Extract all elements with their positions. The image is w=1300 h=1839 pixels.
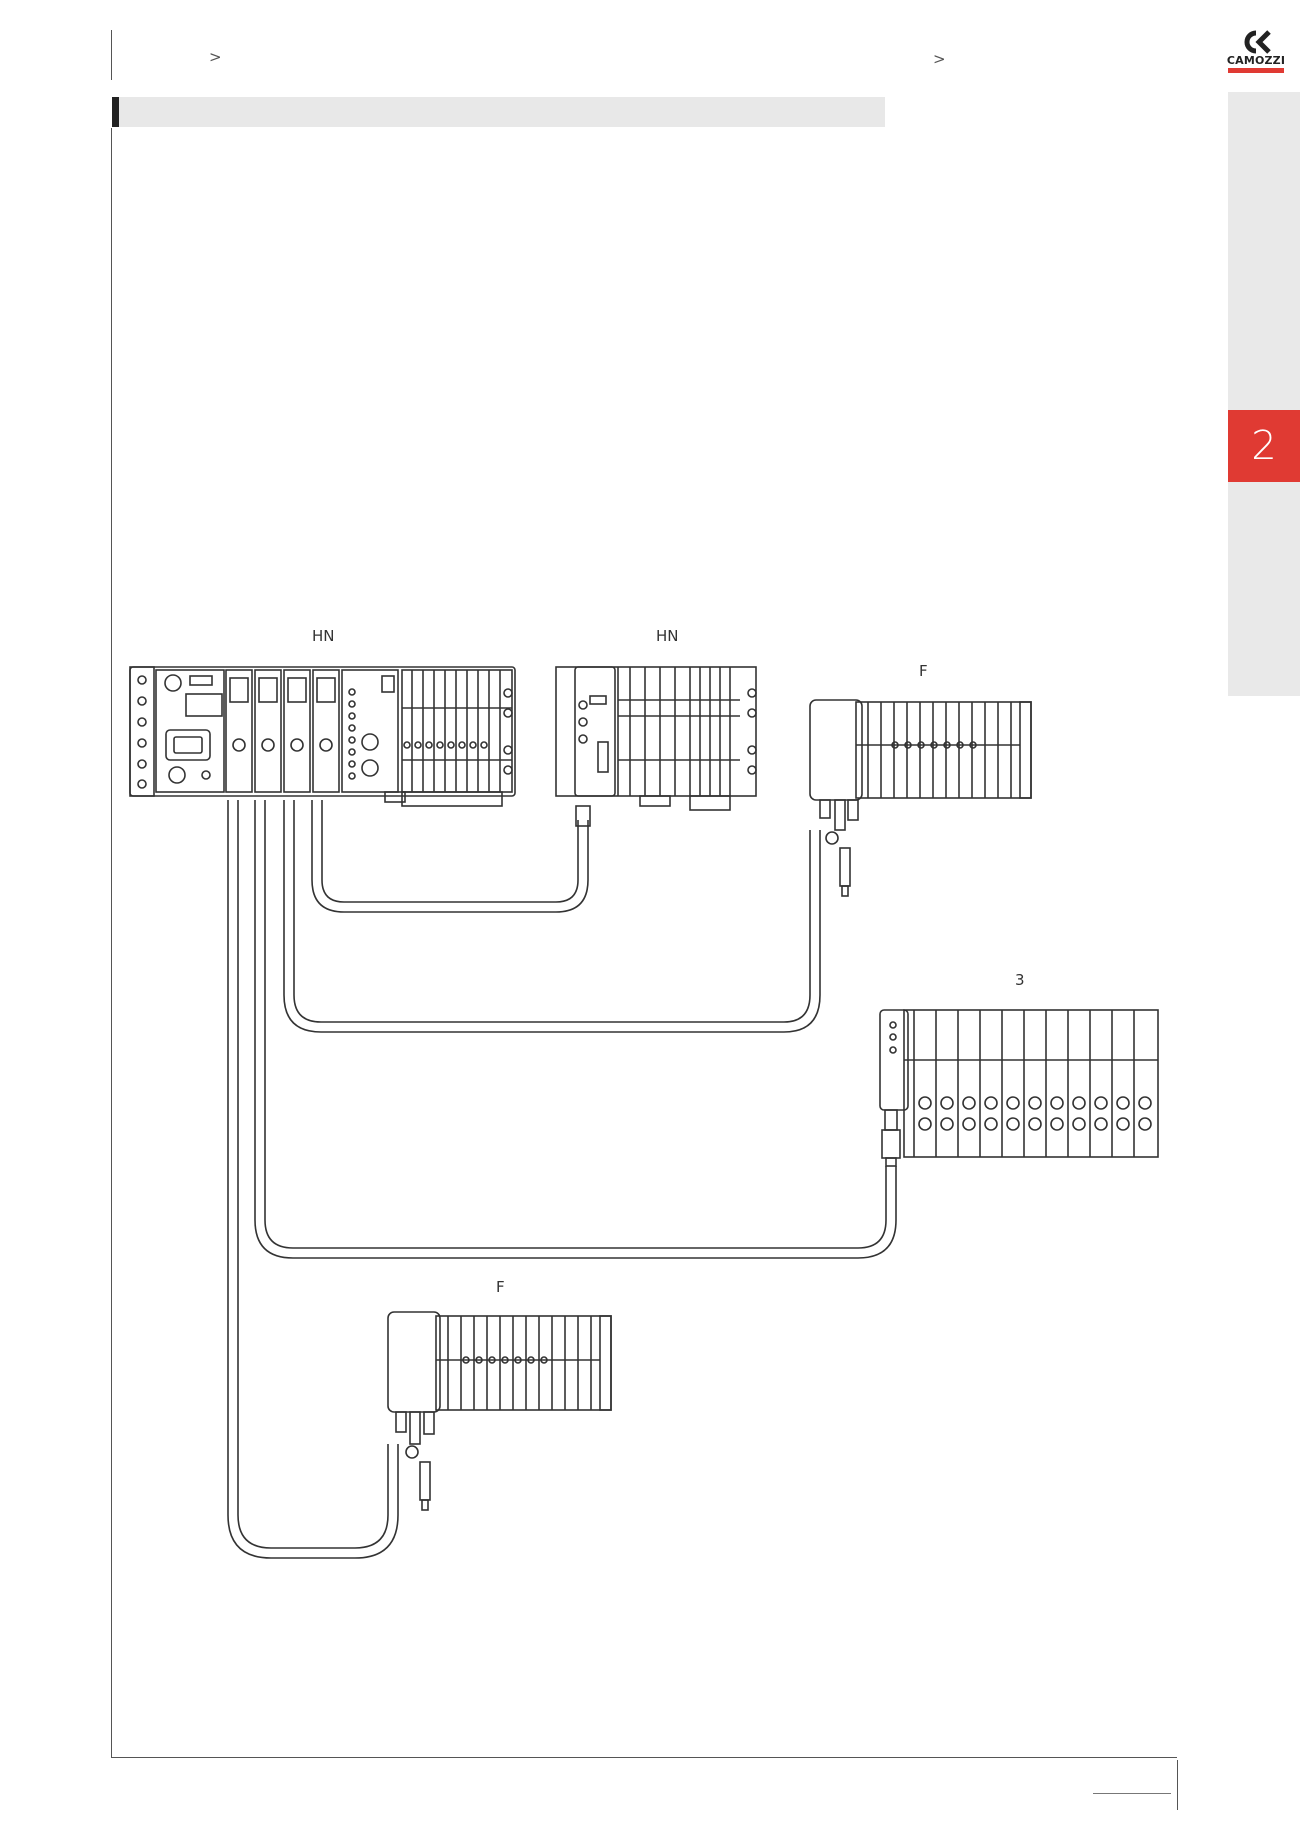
- section-title-bar: [112, 97, 885, 127]
- breadcrumb-arrow-left: >: [209, 48, 222, 66]
- label-island-f-bottom: F: [496, 1278, 505, 1296]
- label-island-3: 3: [1015, 971, 1025, 989]
- logo-red-line: [1228, 68, 1284, 73]
- page-number-rule: [1093, 1793, 1171, 1794]
- island-3: [879, 1009, 1159, 1167]
- secondary-manifold: [555, 666, 757, 811]
- footer-rule: [111, 1757, 1177, 1758]
- camozzi-logo: CAMOZZI: [1226, 30, 1286, 75]
- left-margin-line: [111, 30, 112, 80]
- label-island-f-top: F: [919, 662, 928, 680]
- section-title-accent: [112, 97, 119, 127]
- side-chapter-tab-active[interactable]: 2: [1228, 410, 1300, 482]
- main-manifold: [129, 666, 516, 807]
- label-manifold-1: HN: [312, 627, 335, 645]
- left-margin-line-lower: [111, 128, 112, 1758]
- label-manifold-2: HN: [656, 627, 679, 645]
- cable-to-island-f-bottom: [227, 800, 399, 1559]
- cable-to-island-f-top: [283, 800, 821, 1033]
- camozzi-logo-icon: [1244, 30, 1271, 54]
- island-f-top: [809, 699, 1032, 897]
- footer-tick: [1177, 1760, 1178, 1810]
- breadcrumb-arrow-right: >: [933, 50, 946, 68]
- cable-to-island-3: [254, 800, 897, 1259]
- cable-to-secondary-manifold: [311, 800, 589, 913]
- side-chapter-tab[interactable]: [1228, 92, 1300, 696]
- logo-text: CAMOZZI: [1226, 54, 1286, 67]
- island-f-bottom: [387, 1311, 612, 1511]
